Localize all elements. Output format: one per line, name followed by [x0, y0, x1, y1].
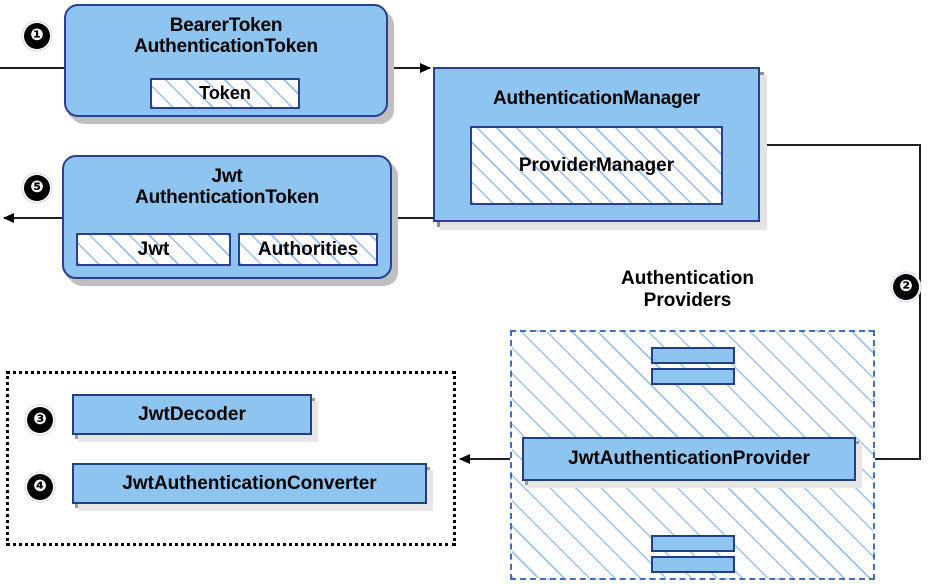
bearer-token-field-token: Token — [150, 78, 300, 109]
step-badge-5-number: ❺ — [30, 179, 44, 196]
provider-placeholder-top-2 — [651, 368, 735, 385]
jwt-authentication-provider-box[interactable]: JwtAuthenticationProvider — [522, 437, 856, 481]
step-badge-3: ❸ — [27, 407, 53, 433]
authentication-providers-label-line1: Authentication — [621, 268, 754, 289]
bearer-token-field-token-label: Token — [199, 83, 251, 103]
step-badge-2: ❷ — [893, 274, 919, 300]
jwt-token-field-authorities: Authorities — [238, 233, 378, 266]
jwt-decoder-label: JwtDecoder — [138, 403, 246, 425]
jwt-authentication-provider-label: JwtAuthenticationProvider — [568, 448, 810, 469]
step-badge-2-number: ❷ — [899, 278, 913, 295]
jwt-authentication-token-box[interactable]: Jwt AuthenticationToken Jwt Authorities — [62, 155, 392, 279]
jwt-decoder-box[interactable]: JwtDecoder — [72, 394, 312, 435]
provider-manager-label: ProviderManager — [518, 154, 675, 176]
step-badge-1: ❶ — [24, 23, 50, 49]
jwt-token-title: Jwt AuthenticationToken — [64, 166, 390, 209]
provider-placeholder-bottom-1 — [651, 535, 735, 552]
provider-manager-box: ProviderManager — [470, 126, 723, 205]
provider-placeholder-top-1 — [651, 347, 735, 364]
provider-placeholder-bottom-2 — [651, 556, 735, 573]
jwt-authentication-converter-box[interactable]: JwtAuthenticationConverter — [72, 463, 427, 504]
jwt-token-title-line1: Jwt — [211, 166, 243, 187]
authentication-providers-label: Authentication Providers — [570, 268, 805, 312]
jwt-support-container — [6, 371, 456, 546]
bearer-token-title: BearerToken AuthenticationToken — [66, 15, 386, 58]
bearer-token-authentication-token-box[interactable]: BearerToken AuthenticationToken Token — [64, 4, 388, 117]
bearer-token-title-line2: AuthenticationToken — [134, 36, 318, 58]
step-badge-4-number: ❹ — [33, 478, 47, 495]
authentication-providers-label-line2: Providers — [643, 289, 732, 311]
jwt-token-field-authorities-label: Authorities — [257, 238, 359, 260]
jwt-token-field-jwt-label: Jwt — [137, 238, 170, 260]
step-badge-3-number: ❸ — [33, 411, 47, 428]
step-badge-5: ❺ — [24, 175, 50, 201]
authentication-manager-box[interactable]: AuthenticationManager ProviderManager — [433, 67, 760, 222]
jwt-token-field-jwt: Jwt — [76, 233, 231, 266]
bearer-token-title-line1: BearerToken — [169, 15, 283, 36]
step-badge-4: ❹ — [27, 474, 53, 500]
jwt-authentication-converter-label: JwtAuthenticationConverter — [122, 472, 377, 494]
authentication-manager-title: AuthenticationManager — [435, 88, 758, 109]
step-badge-1-number: ❶ — [30, 27, 44, 44]
authentication-manager-title-text: AuthenticationManager — [493, 88, 700, 109]
jwt-token-title-line2: AuthenticationToken — [135, 187, 319, 209]
